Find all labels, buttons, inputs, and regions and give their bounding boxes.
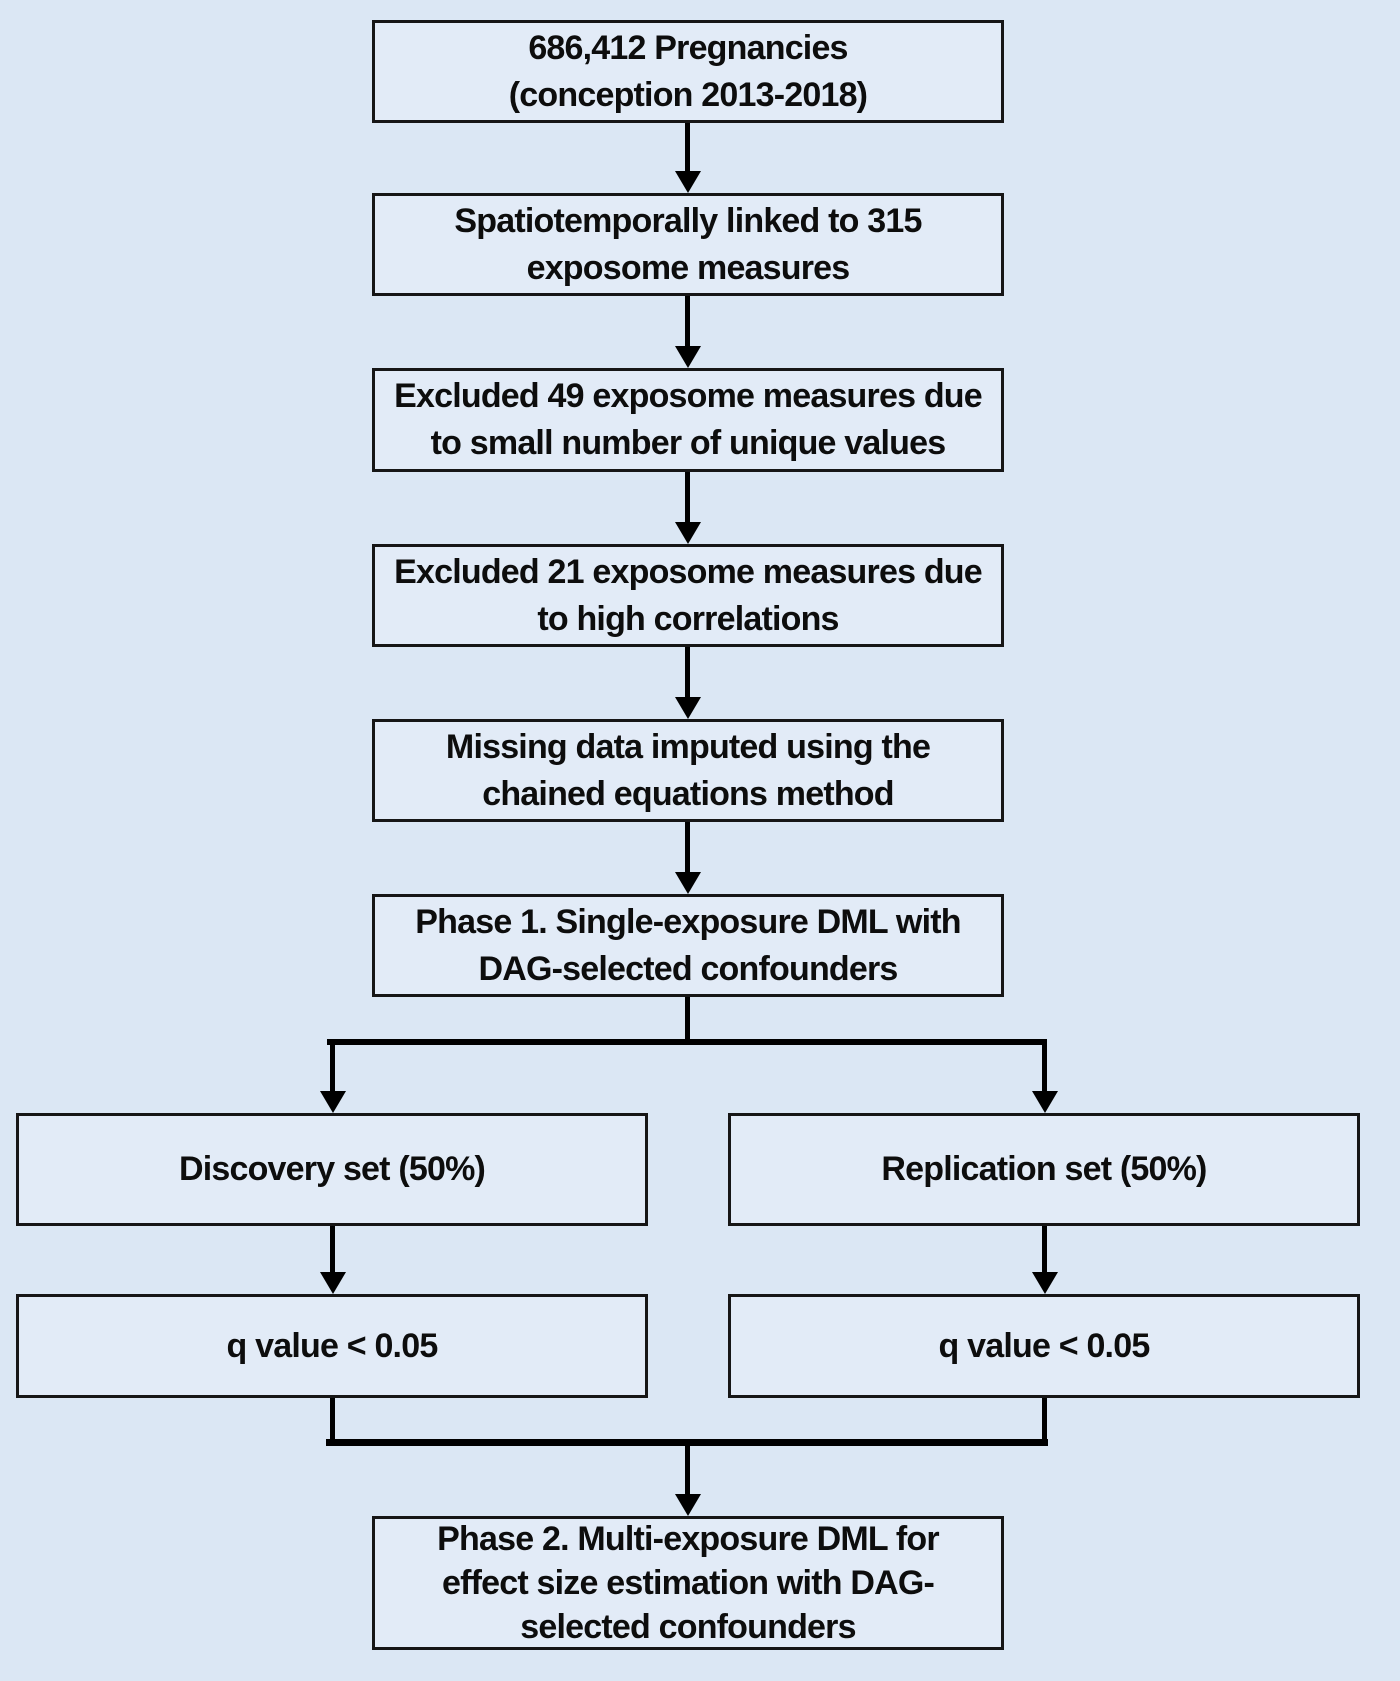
arrow-excluded49-to-excluded21-head — [675, 522, 701, 544]
node-phase1-line-1: Phase 1. Single-exposure DML with — [415, 902, 961, 941]
arrow-imputed-to-phase1-stem — [685, 822, 690, 874]
node-phase1: Phase 1. Single-exposure DML with DAG-se… — [372, 894, 1004, 997]
node-linked: Spatiotemporally linked to 315 exposome … — [372, 193, 1004, 296]
arrow-discovery-to-qvalue-stem — [330, 1226, 335, 1274]
arrow-linked-to-excluded49-head — [675, 346, 701, 368]
node-pregnancies-line-2: (conception 2013-2018) — [508, 75, 868, 114]
node-excluded49-line-2: to small number of unique values — [430, 424, 947, 462]
arrow-replication-to-qvalue-stem — [1042, 1226, 1047, 1274]
node-imputed: Missing data imputed using the chained e… — [372, 719, 1004, 822]
merge-stem-left — [330, 1398, 335, 1445]
node-excluded49: Excluded 49 exposome measures due to sma… — [372, 368, 1004, 472]
node-excluded21: Excluded 21 exposome measures due to hig… — [372, 544, 1004, 647]
arrow-discovery-to-qvalue-head — [320, 1272, 346, 1294]
arrow-replication-to-qvalue-head — [1032, 1272, 1058, 1294]
node-imputed-line-2: chained equations method — [482, 774, 894, 813]
arrow-excluded49-to-excluded21-stem — [685, 472, 690, 524]
node-imputed-line-1: Missing data imputed using the — [445, 727, 931, 766]
node-linked-line-1: Spatiotemporally linked to 315 — [454, 201, 922, 240]
arrow-to-phase2-stem — [685, 1444, 690, 1496]
node-qvalue-discovery-line-1: q value < 0.05 — [226, 1326, 439, 1365]
node-phase1-line-2: DAG-selected confounders — [478, 949, 898, 988]
arrow-to-discovery-stem — [330, 1042, 335, 1094]
branch-connector-stem — [685, 997, 690, 1045]
node-discovery-line-1: Discovery set (50%) — [178, 1150, 486, 1188]
node-qvalue-replication-line-1: q value < 0.05 — [938, 1326, 1151, 1365]
arrow-to-phase2-head — [675, 1494, 701, 1516]
arrow-linked-to-excluded49-stem — [685, 296, 690, 348]
arrow-imputed-to-phase1-head — [675, 872, 701, 894]
node-linked-line-2: exposome measures — [526, 248, 851, 287]
arrow-to-replication-head — [1032, 1091, 1058, 1113]
merge-stem-right — [1042, 1398, 1047, 1445]
branch-line — [327, 1039, 1047, 1045]
node-phase2: Phase 2. Multi-exposure DML for effect s… — [372, 1516, 1004, 1650]
node-pregnancies-line-1: 686,412 Pregnancies — [528, 28, 848, 67]
node-phase2-line-2: effect size estimation with DAG- — [441, 1564, 935, 1602]
node-phase2-line-1: Phase 2. Multi-exposure DML for — [437, 1520, 939, 1558]
node-pregnancies: 686,412 Pregnancies (conception 2013-201… — [372, 20, 1004, 123]
node-replication-line-1: Replication set (50%) — [881, 1150, 1207, 1188]
arrow-to-replication-stem — [1042, 1042, 1047, 1094]
node-excluded49-line-1: Excluded 49 exposome measures due — [394, 377, 983, 415]
node-discovery: Discovery set (50%) — [16, 1113, 648, 1226]
arrow-excluded21-to-imputed-head — [675, 697, 701, 719]
merge-line — [326, 1439, 1048, 1446]
arrow-excluded21-to-imputed-stem — [685, 647, 690, 699]
node-qvalue-discovery: q value < 0.05 — [16, 1294, 648, 1398]
node-excluded21-line-2: to high correlations — [537, 599, 839, 638]
node-excluded21-line-1: Excluded 21 exposome measures due — [394, 552, 983, 591]
node-qvalue-replication: q value < 0.05 — [728, 1294, 1360, 1398]
arrow-pregnancies-to-linked-stem — [685, 123, 690, 173]
arrow-pregnancies-to-linked-head — [675, 171, 701, 193]
node-phase2-line-3: selected confounders — [520, 1608, 856, 1646]
arrow-to-discovery-head — [320, 1091, 346, 1113]
node-replication: Replication set (50%) — [728, 1113, 1360, 1226]
